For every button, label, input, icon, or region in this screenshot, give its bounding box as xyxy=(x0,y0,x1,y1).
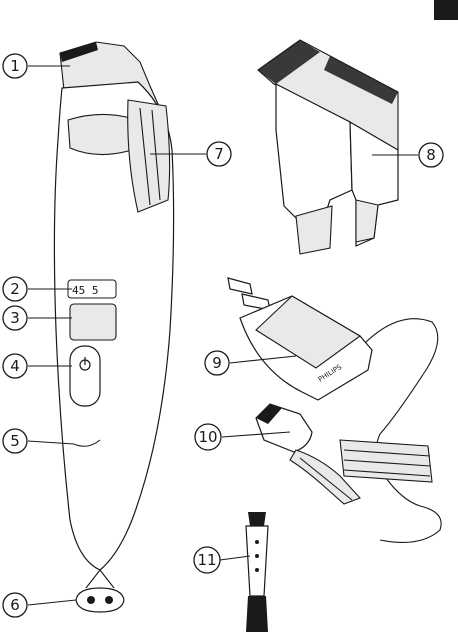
callout-4: 4 xyxy=(3,354,27,378)
callout-11-label: 11 xyxy=(197,551,216,569)
callout-5-label: 5 xyxy=(10,432,20,450)
on-off-button xyxy=(70,346,100,406)
callout-7-label: 7 xyxy=(214,145,224,163)
appliance-socket xyxy=(76,588,124,612)
battery-indicator xyxy=(70,304,116,340)
callout-1: 1 xyxy=(3,54,27,78)
callout-3: 3 xyxy=(3,306,27,330)
cleaning-brush xyxy=(246,512,268,632)
trimmer-body: 45 5 xyxy=(54,42,173,612)
adapter-plug-pin xyxy=(228,278,252,294)
corner-tab xyxy=(434,0,458,20)
callout-11: 11 xyxy=(194,547,220,573)
callout-8: 8 xyxy=(419,143,443,167)
callout-7: 7 xyxy=(207,142,231,166)
callout-10: 10 xyxy=(195,424,221,450)
callout-2: 2 xyxy=(3,277,27,301)
callout-6: 6 xyxy=(3,593,27,617)
adapter-cord xyxy=(366,319,441,543)
beard-comb xyxy=(258,40,398,254)
callout-8-label: 8 xyxy=(426,146,436,164)
callout-6-label: 6 xyxy=(10,596,20,614)
callout-9: 9 xyxy=(205,351,229,375)
power-adapter: PHILIPS xyxy=(228,278,441,542)
callout-4-label: 4 xyxy=(10,357,20,375)
callout-10-label: 10 xyxy=(198,428,217,446)
trimmer-display-readout: 45 5 xyxy=(72,284,99,297)
trimmer-front-panel xyxy=(68,114,132,154)
callout-5: 5 xyxy=(3,429,27,453)
callout-1-label: 1 xyxy=(10,57,20,75)
callout-3-label: 3 xyxy=(10,309,20,327)
callout-2-label: 2 xyxy=(10,280,20,298)
callout-9-label: 9 xyxy=(212,354,222,372)
